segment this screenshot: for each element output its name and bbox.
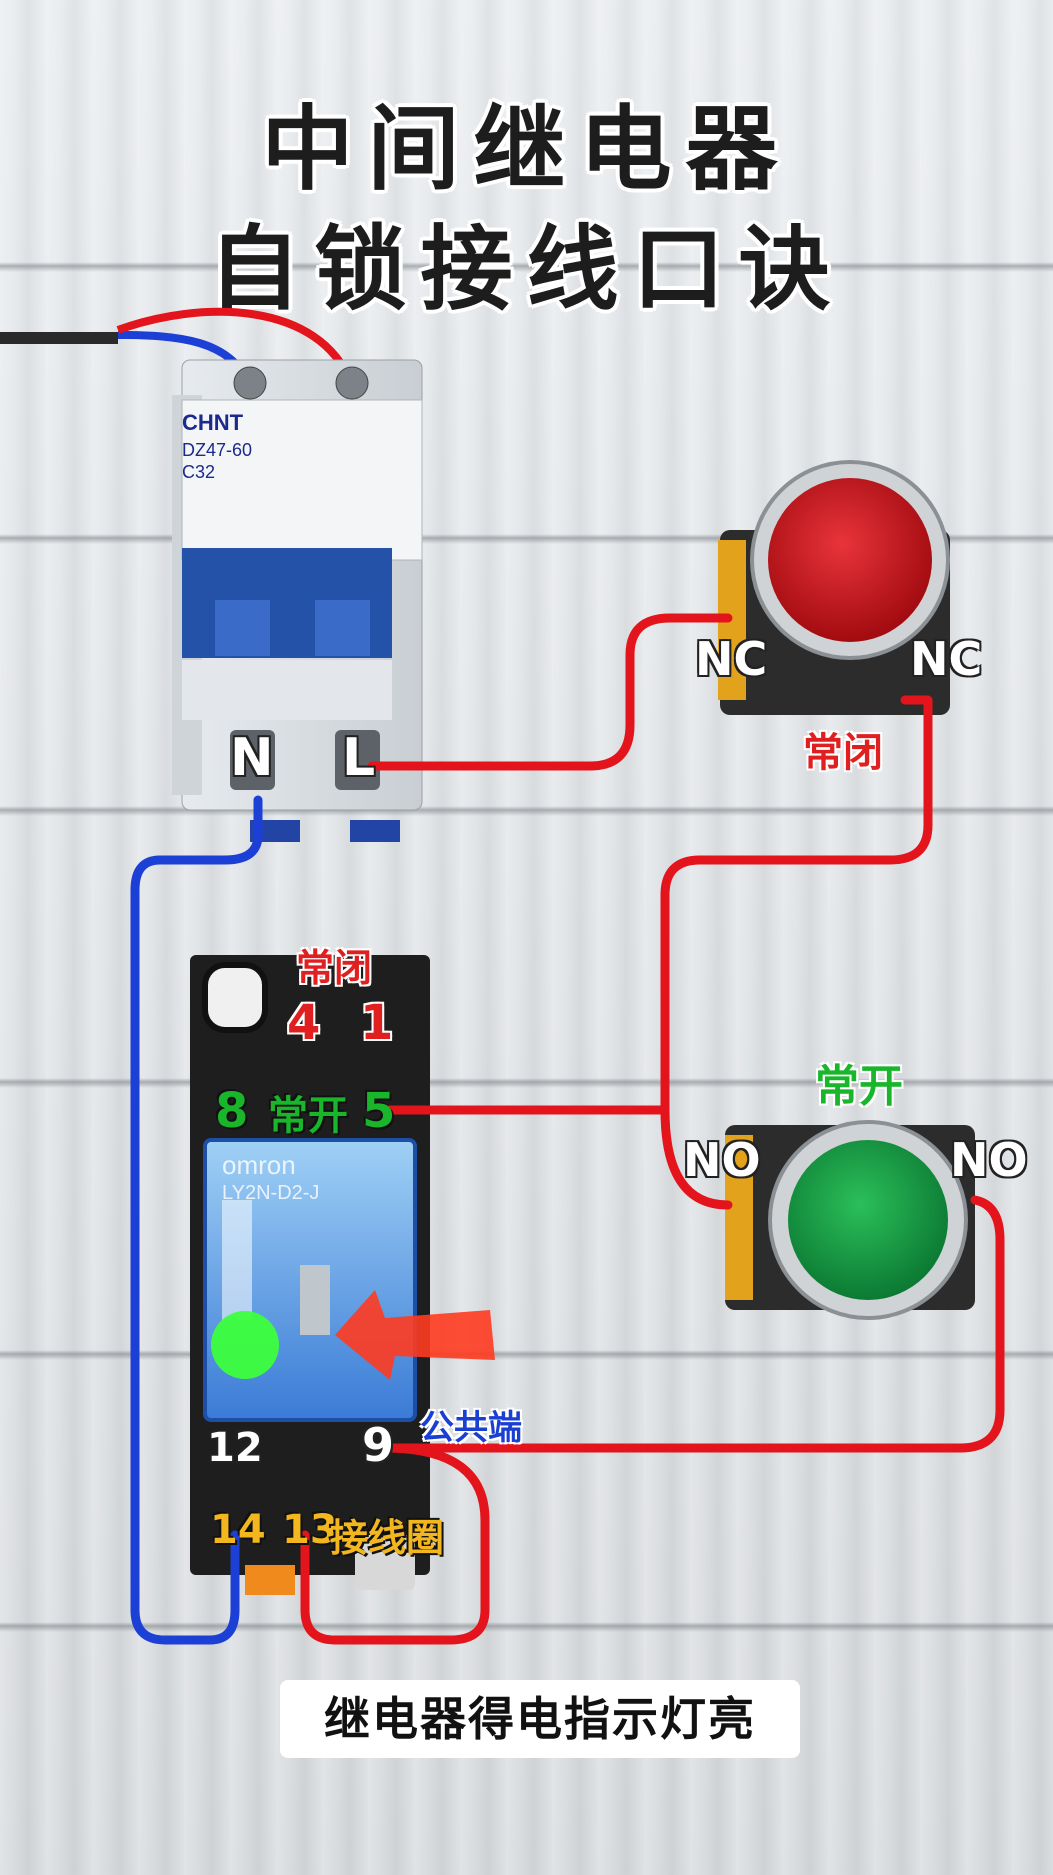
start-button-body — [725, 1120, 975, 1320]
caption: 继电器得电指示灯亮 — [280, 1680, 800, 1758]
input-live-wire — [116, 307, 356, 387]
relay-no-label: 常开 — [268, 1093, 348, 1139]
relay-terminal-4: 4 — [287, 995, 321, 1051]
relay-terminal-1: 1 — [360, 995, 394, 1051]
title-line-2: 自锁接线口诀 — [208, 216, 845, 323]
relay-common-label: 公共端 — [420, 1408, 522, 1448]
relay-terminal-13: 13 — [282, 1507, 338, 1553]
start-button-left-terminal: NO — [683, 1133, 761, 1187]
relay-terminal-9: 9 — [362, 1418, 395, 1472]
wire-start-no-to-relay9 — [385, 1195, 1005, 1453]
wire-neutral-to-coil14 — [130, 795, 263, 1645]
breaker-brand: CHNT — [182, 410, 244, 435]
stop-button-left-terminal: NC — [695, 632, 768, 686]
indicator-led — [211, 1311, 279, 1379]
pointer-arrow — [335, 1290, 495, 1380]
relay-coil-label: 接线圈 — [330, 1516, 445, 1560]
relay-terminal-14: 14 — [210, 1507, 266, 1553]
wire-stop-nc-to-branch — [660, 695, 933, 1210]
stop-button-label: 常闭 — [803, 730, 883, 776]
relay-terminal-8: 8 — [215, 1083, 249, 1139]
breaker-terminal-l: L — [342, 728, 376, 788]
wire-l-to-stop-nc — [367, 613, 733, 771]
relay-terminal-5: 5 — [362, 1083, 396, 1139]
wire-relay9-to-coil13 — [300, 1443, 490, 1645]
start-button-right-terminal: NO — [950, 1133, 1028, 1187]
title-line-1: 中间继电器 — [261, 96, 792, 203]
relay-brand: omron — [222, 1150, 296, 1180]
breaker-model: DZ47-60 — [182, 440, 253, 460]
relay-model: LY2N-D2-J — [222, 1182, 320, 1204]
relay-terminal-12: 12 — [207, 1425, 263, 1471]
stop-button-body — [718, 460, 950, 715]
stop-button-right-terminal: NC — [910, 632, 983, 686]
circuit-breaker — [172, 359, 423, 842]
breaker-terminal-n: N — [230, 728, 274, 788]
relay-module — [203, 1138, 495, 1422]
breaker-rating: C32 — [182, 462, 216, 482]
relay-nc-label: 常闭 — [296, 946, 373, 990]
start-button-label: 常开 — [815, 1061, 903, 1112]
